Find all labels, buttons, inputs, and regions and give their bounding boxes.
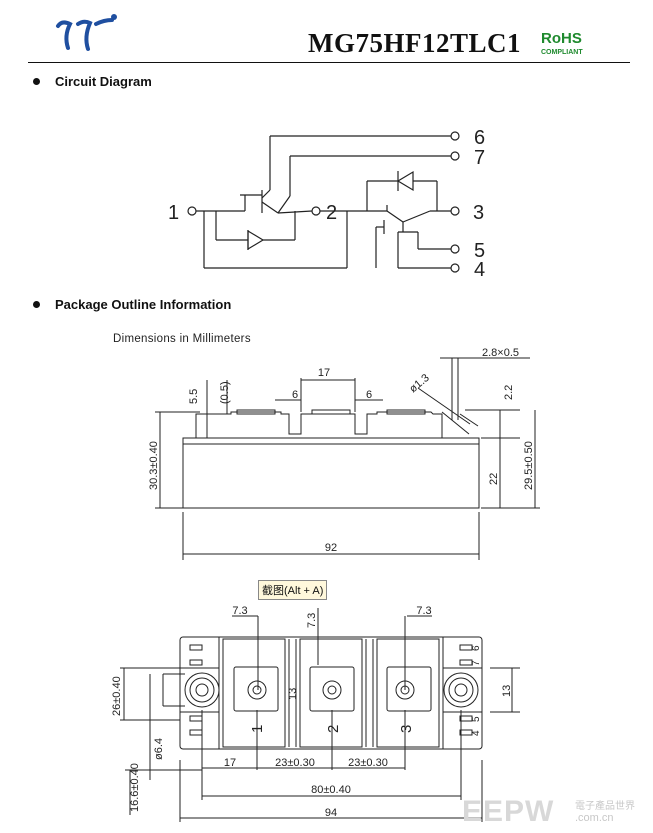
watermark-cn: 電子產品世界: [575, 801, 635, 812]
section-package-title: Package Outline Information: [55, 297, 232, 312]
dim-7-3-center: 7.3: [306, 613, 318, 628]
terminal-label-3: 3: [398, 725, 415, 733]
watermark-site: .com.cn: [575, 812, 614, 824]
dim-13-right: 13: [501, 685, 513, 697]
section-circuit-title: Circuit Diagram: [55, 74, 152, 89]
bullet-icon: [33, 301, 40, 309]
dim-2-2: 2.2: [503, 385, 515, 400]
dim-13-center: 13: [287, 688, 299, 700]
dim-30-3: 30.3±0.40: [148, 441, 160, 490]
dim-5-5: 5.5: [188, 389, 200, 404]
dim-7-3-right: 7.3: [416, 605, 431, 617]
dim-94: 94: [325, 807, 337, 819]
bullet-icon: [33, 78, 40, 86]
section-circuit-diagram: Circuit Diagram: [33, 74, 152, 89]
pin-label-5-top: 5: [471, 716, 482, 722]
pin-label-4: 4: [474, 259, 485, 281]
dim-7-3-left: 7.3: [232, 605, 247, 617]
pin-label-6-top: 6: [471, 645, 482, 651]
part-number-title: MG75HF12TLC1: [308, 28, 521, 58]
dim-6-4: ø6.4: [153, 738, 165, 760]
pin-label-1: 1: [168, 202, 179, 224]
rohs-mark: RoHS: [541, 30, 582, 47]
package-top-view: 7.3 7.3 7.3 13 13 26±0.40 ø6.4 16.6±0.40…: [111, 605, 520, 822]
dim-80: 80±0.40: [311, 784, 351, 796]
pin-label-3: 3: [473, 202, 484, 224]
circuit-diagram: 1 2 3 4 5 6 7: [168, 127, 485, 281]
dim-26: 26±0.40: [111, 676, 123, 716]
pin-label-4-top: 4: [471, 730, 482, 736]
watermark-brand: EEPW: [462, 795, 555, 828]
pin-label-2: 2: [326, 202, 337, 224]
dim-22: 22: [488, 473, 500, 485]
dim-23-left: 23±0.30: [275, 757, 315, 769]
dim-92: 92: [325, 542, 337, 554]
dim-6-right: 6: [366, 389, 372, 401]
dim-17-top: 17: [224, 757, 236, 769]
section-package-outline: Package Outline Information: [33, 297, 231, 312]
terminal-label-1: 1: [249, 725, 266, 733]
dimensions-note: Dimensions in Millimeters: [113, 333, 251, 345]
dim-29-5: 29.5±0.50: [523, 441, 535, 490]
company-logo: [56, 14, 117, 51]
pin-label-5: 5: [474, 240, 485, 262]
screenshot-tooltip: 截图(Alt + A): [258, 580, 328, 600]
pin-label-7: 7: [474, 147, 485, 169]
dim-23-right: 23±0.30: [348, 757, 388, 769]
package-side-view: 17 6 6 5.5 (0.5) ø1.3 2.8×0.5 2.2 30.3±0…: [148, 347, 540, 560]
dim-lead: 2.8×0.5: [482, 347, 519, 359]
pin-label-7-top: 7: [471, 660, 482, 666]
dim-6-left: 6: [292, 389, 298, 401]
dim-16-6: 16.6±0.40: [129, 763, 141, 812]
dim-17-side: 17: [318, 367, 330, 379]
terminal-label-2: 2: [325, 725, 342, 733]
dim-0-5: (0.5): [219, 381, 231, 404]
header-divider: [28, 62, 630, 63]
pin-label-6: 6: [474, 127, 485, 149]
dim-hole: ø1.3: [407, 372, 432, 395]
rohs-compliant-label: COMPLIANT: [541, 49, 583, 56]
